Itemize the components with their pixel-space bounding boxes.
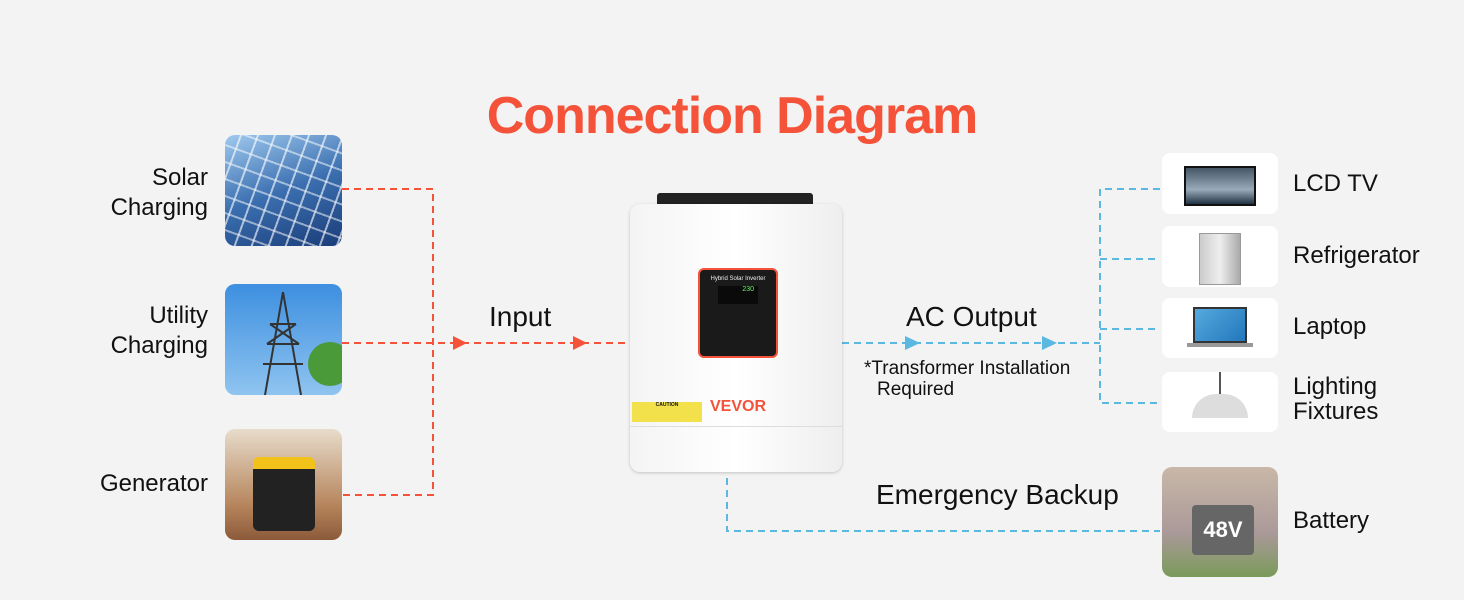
input-label: Input bbox=[489, 301, 552, 332]
refrigerator-image bbox=[1162, 226, 1278, 287]
arrow-icon bbox=[573, 336, 587, 350]
tv-image bbox=[1162, 153, 1278, 214]
panel-title: Hybrid Solar Inverter bbox=[710, 276, 766, 282]
arrow-icon bbox=[453, 336, 467, 350]
page-title: Connection Diagram bbox=[486, 87, 979, 145]
arrow-icon bbox=[1042, 336, 1057, 350]
label-tv: LCD TV bbox=[1293, 170, 1378, 197]
label-generator: Generator bbox=[99, 470, 208, 497]
solar-panel-image bbox=[225, 135, 342, 246]
label-laptop: Laptop bbox=[1293, 313, 1367, 340]
generator-image bbox=[225, 429, 342, 540]
lcd-display: 230 bbox=[718, 286, 758, 304]
output-label: AC Output bbox=[906, 301, 1037, 332]
arrow-icon bbox=[905, 336, 920, 350]
battery-image: 48V bbox=[1162, 467, 1278, 577]
backup-label: Emergency Backup bbox=[876, 479, 1119, 510]
caution-label: CAUTION bbox=[632, 402, 702, 422]
label-refrigerator: Refrigerator bbox=[1293, 242, 1420, 269]
power-tower-image bbox=[225, 284, 342, 395]
brand-logo: VEVOR bbox=[710, 398, 767, 415]
input-lines bbox=[342, 188, 625, 496]
battery-voltage: 48V bbox=[1192, 505, 1254, 555]
label-battery: Battery bbox=[1293, 507, 1370, 534]
lamp-image bbox=[1162, 372, 1278, 432]
laptop-image bbox=[1162, 298, 1278, 358]
inverter-unit: Hybrid Solar Inverter 230 CAUTION VEVOR bbox=[630, 204, 842, 472]
mounting-bracket bbox=[657, 193, 813, 207]
output-lines bbox=[726, 188, 1160, 532]
